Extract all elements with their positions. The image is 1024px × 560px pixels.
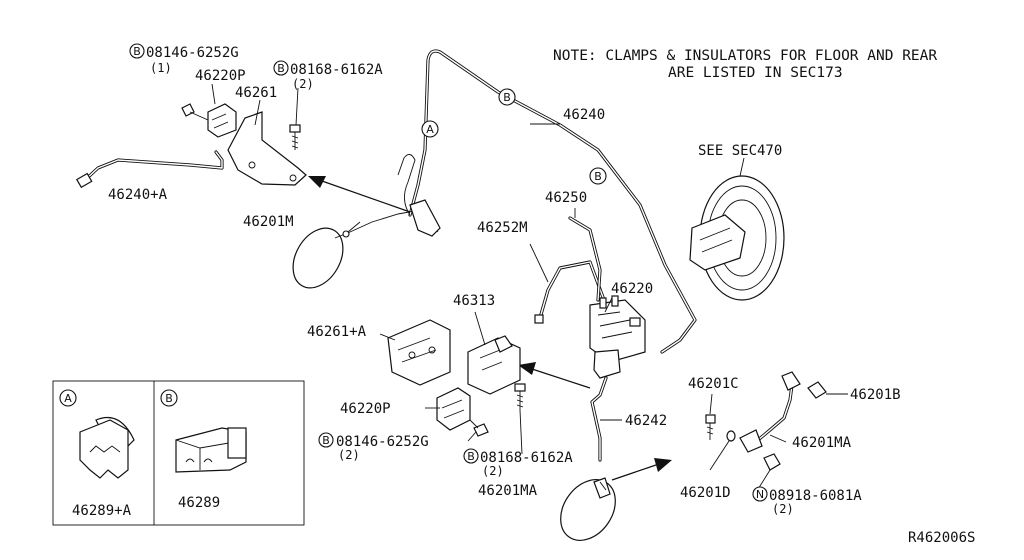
clip-46201B — [807, 381, 827, 399]
clamp-46289A — [79, 416, 135, 479]
label-46261A: 46261+A — [307, 324, 367, 340]
clip-46220P-low — [436, 387, 471, 431]
arrow-center — [518, 362, 591, 389]
svg-text:B: B — [594, 170, 602, 183]
bolt-46201C — [705, 414, 716, 440]
bracket-46261 — [227, 111, 307, 186]
label-46201M: 46201M — [243, 214, 294, 230]
label-see-sec470: SEE SEC470 — [698, 143, 782, 159]
svg-text:A: A — [426, 123, 434, 136]
label-46261: 46261 — [235, 85, 277, 101]
bolt-badge-b-2: B — [277, 62, 285, 75]
bolt-top-mid — [289, 124, 301, 150]
bolt-low-mid — [514, 383, 526, 410]
label-46250: 46250 — [545, 190, 587, 206]
arrow-low — [611, 458, 672, 481]
clip-46220P-top — [207, 103, 237, 138]
label-bolt-low-mid: 08168-6162A — [480, 450, 573, 466]
callout-a-marker: A — [421, 120, 439, 138]
bracket-46261A — [387, 319, 451, 386]
callout-b-marker-2: B — [589, 167, 607, 185]
label-46252M: 46252M — [477, 220, 528, 236]
label-nut-qty: (2) — [772, 502, 794, 516]
hose-46201MA-right — [739, 371, 801, 453]
label-nut-ref: 08918-6081A — [769, 488, 862, 504]
label-46289: 46289 — [178, 495, 220, 511]
tube-branch — [397, 154, 416, 216]
part-labels: B 08146-6252G (1) 46220P B 08168-6162A (… — [108, 43, 975, 546]
note-line-2: ARE LISTED IN SEC173 — [668, 65, 843, 81]
label-bolt-top-left-qty: (1) — [150, 61, 172, 75]
label-46201MA-right: 46201MA — [792, 435, 852, 451]
bolt-badge-b-3: B — [322, 434, 330, 447]
label-bolt-low-mid-qty: (2) — [482, 464, 504, 478]
pipe-46240A — [75, 150, 224, 189]
brake-tube-46240 — [408, 49, 697, 354]
sensor-46201MA-low — [560, 477, 616, 541]
label-bolt-top-mid-qty: (2) — [292, 77, 314, 91]
label-46201D: 46201D — [680, 485, 731, 501]
actuator-46220 — [589, 295, 646, 379]
label-bolt-top-mid: 08168-6162A — [290, 62, 383, 78]
label-46220: 46220 — [611, 281, 653, 297]
label-46313: 46313 — [453, 293, 495, 309]
label-46242: 46242 — [625, 413, 667, 429]
block-46313 — [467, 335, 521, 395]
callout-b-marker-1: B — [498, 88, 516, 106]
leader-lines — [211, 83, 848, 495]
nut-badge-n: N — [756, 488, 764, 501]
label-46201C: 46201C — [688, 376, 739, 392]
label-46289A: 46289+A — [72, 503, 132, 519]
bolt-top-left — [181, 103, 209, 121]
diagram-ref: R462006S — [908, 530, 975, 546]
sensor-46201M — [292, 199, 441, 289]
note-line-1: NOTE: CLAMPS & INSULATORS FOR FLOOR AND … — [553, 48, 937, 64]
svg-text:B: B — [503, 91, 511, 104]
clamp-46289 — [175, 427, 247, 473]
inset-boxes: A B 46289+A 46289 — [52, 380, 305, 526]
label-bolt-low-left-qty: (2) — [338, 448, 360, 462]
label-46201B: 46201B — [850, 387, 901, 403]
bolt-badge-b: B — [133, 45, 141, 58]
bolt-low-left — [469, 419, 489, 437]
label-46240A: 46240+A — [108, 187, 168, 203]
nut-08918 — [763, 453, 781, 471]
arrow-top-left — [308, 176, 411, 213]
label-46220P-low: 46220P — [340, 401, 391, 417]
tube-46252M — [534, 260, 606, 324]
label-46201MA-low: 46201MA — [478, 483, 538, 499]
label-46220P-top: 46220P — [195, 68, 246, 84]
label-46240: 46240 — [563, 107, 605, 123]
label-bolt-low-left: 08146-6252G — [336, 434, 429, 450]
washer-46201D — [709, 430, 736, 471]
label-bolt-top-left: 08146-6252G — [146, 45, 239, 61]
tube-46242 — [590, 376, 608, 462]
inset-b-badge: B — [165, 392, 173, 405]
bolt-badge-b-4: B — [467, 450, 475, 463]
brake-booster — [689, 175, 785, 301]
tube-46250 — [568, 216, 602, 302]
inset-a-badge: A — [64, 392, 72, 405]
